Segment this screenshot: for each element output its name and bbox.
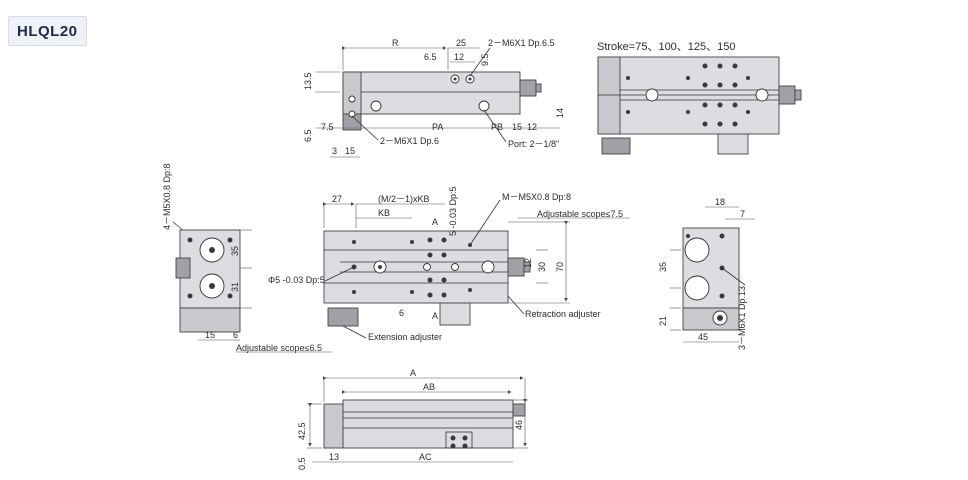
center-adjustable-scope: Adjustable scope≤7.5 xyxy=(537,209,623,219)
section-a-bottom: A xyxy=(432,311,438,321)
dim-6-5-left: 6.5 xyxy=(303,129,313,142)
model-badge: HLQL20 xyxy=(8,16,87,46)
section-a-top: A xyxy=(432,217,438,227)
extension-adjuster-label: Extension adjuster xyxy=(368,332,442,342)
center-dim-6: 6 xyxy=(399,308,404,318)
bottom-view: A AB 42.5 0.5 46 13 AC xyxy=(297,368,528,470)
dim-PB: PB xyxy=(491,122,503,132)
stroke-note: Stroke=75、100、125、150 xyxy=(597,41,736,53)
center-dim-70: 70 xyxy=(555,262,565,272)
left-dim-6: 6 xyxy=(233,330,238,340)
bottom-dim-AC: AC xyxy=(419,452,432,462)
bottom-dim-AB: AB xyxy=(423,382,435,392)
right-dim-21: 21 xyxy=(658,316,668,326)
dim-12-right: 12 xyxy=(527,122,537,132)
top-view-body xyxy=(342,71,521,115)
dim-3: 3 xyxy=(332,146,337,156)
dim-14: 14 xyxy=(555,108,565,118)
right-dim-45: 45 xyxy=(698,332,708,342)
callout-top-thread: 2－M6X1 Dp.6.5 xyxy=(488,38,555,48)
bottom-dim-0-5: 0.5 xyxy=(297,457,307,470)
top-right-view: Stroke=75、100、125、150 xyxy=(597,41,802,155)
bottom-view-body xyxy=(342,399,514,449)
right-dim-18: 18 xyxy=(715,197,725,207)
left-dim-35: 35 xyxy=(230,246,240,256)
left-dim-31: 31 xyxy=(230,282,240,292)
callout-bottom-thread: 2－M6X1 Dp.6 xyxy=(380,136,439,146)
dim-13-5: 13.5 xyxy=(303,72,313,90)
dim-9-5: 9.5 xyxy=(480,53,490,66)
left-adjustable-scope: Adjustable scope≤6.5 xyxy=(236,343,322,353)
center-dim-30: 30 xyxy=(537,262,547,272)
top-view: R 25 6.5 12 9.5 2－M6X1 Dp.6.5 13.5 6.5 7… xyxy=(303,38,565,158)
center-tolerance-5: 5 -0.03 Dp:5 xyxy=(448,186,458,236)
top-right-body xyxy=(597,56,780,135)
center-dim-mkb: (M/2－1)xKB xyxy=(378,194,430,204)
model-label: HLQL20 xyxy=(17,22,78,40)
bottom-dim-42-5: 42.5 xyxy=(297,422,307,440)
left-side-view: 4－M5X0.8 Dp:8 35 31 15 6 Adjustable scop… xyxy=(162,163,332,353)
right-side-view: 18 7 35 21 45 3－M6X1 Dp.13 xyxy=(658,197,755,350)
left-thread-callout: 4－M5X0.8 Dp:8 xyxy=(162,163,172,230)
dim-6-5: 6.5 xyxy=(424,52,437,62)
center-dim-kb: KB xyxy=(378,208,390,218)
retraction-adjuster-label: Retraction adjuster xyxy=(525,309,601,319)
dim-7-5: 7.5 xyxy=(321,122,334,132)
center-phi5: Φ5 -0.03 Dp:5 xyxy=(268,275,325,285)
right-dim-35: 35 xyxy=(658,262,668,272)
right-dim-7: 7 xyxy=(740,209,745,219)
dim-25: 25 xyxy=(456,38,466,48)
dim-15: 15 xyxy=(345,146,355,156)
dim-12: 12 xyxy=(454,52,464,62)
bottom-dim-A: A xyxy=(410,368,416,378)
dim-15-right: 15 xyxy=(512,122,522,132)
dim-PA: PA xyxy=(432,122,443,132)
callout-port: Port: 2－1/8" xyxy=(508,139,559,149)
bottom-dim-46: 46 xyxy=(514,420,524,430)
right-thread-callout: 3－M6X1 Dp.13 xyxy=(737,286,747,350)
bottom-dim-13: 13 xyxy=(329,452,339,462)
center-dim-12: 12 xyxy=(523,258,533,268)
center-front-view: 27 (M/2－1)xKB KB A A 5 -0.03 Dp:5 M－M5X0… xyxy=(268,186,630,342)
dim-R: R xyxy=(392,38,399,48)
left-dim-15: 15 xyxy=(205,330,215,340)
center-m-thread: M－M5X0.8 Dp:8 xyxy=(502,192,571,202)
center-dim-27: 27 xyxy=(332,194,342,204)
